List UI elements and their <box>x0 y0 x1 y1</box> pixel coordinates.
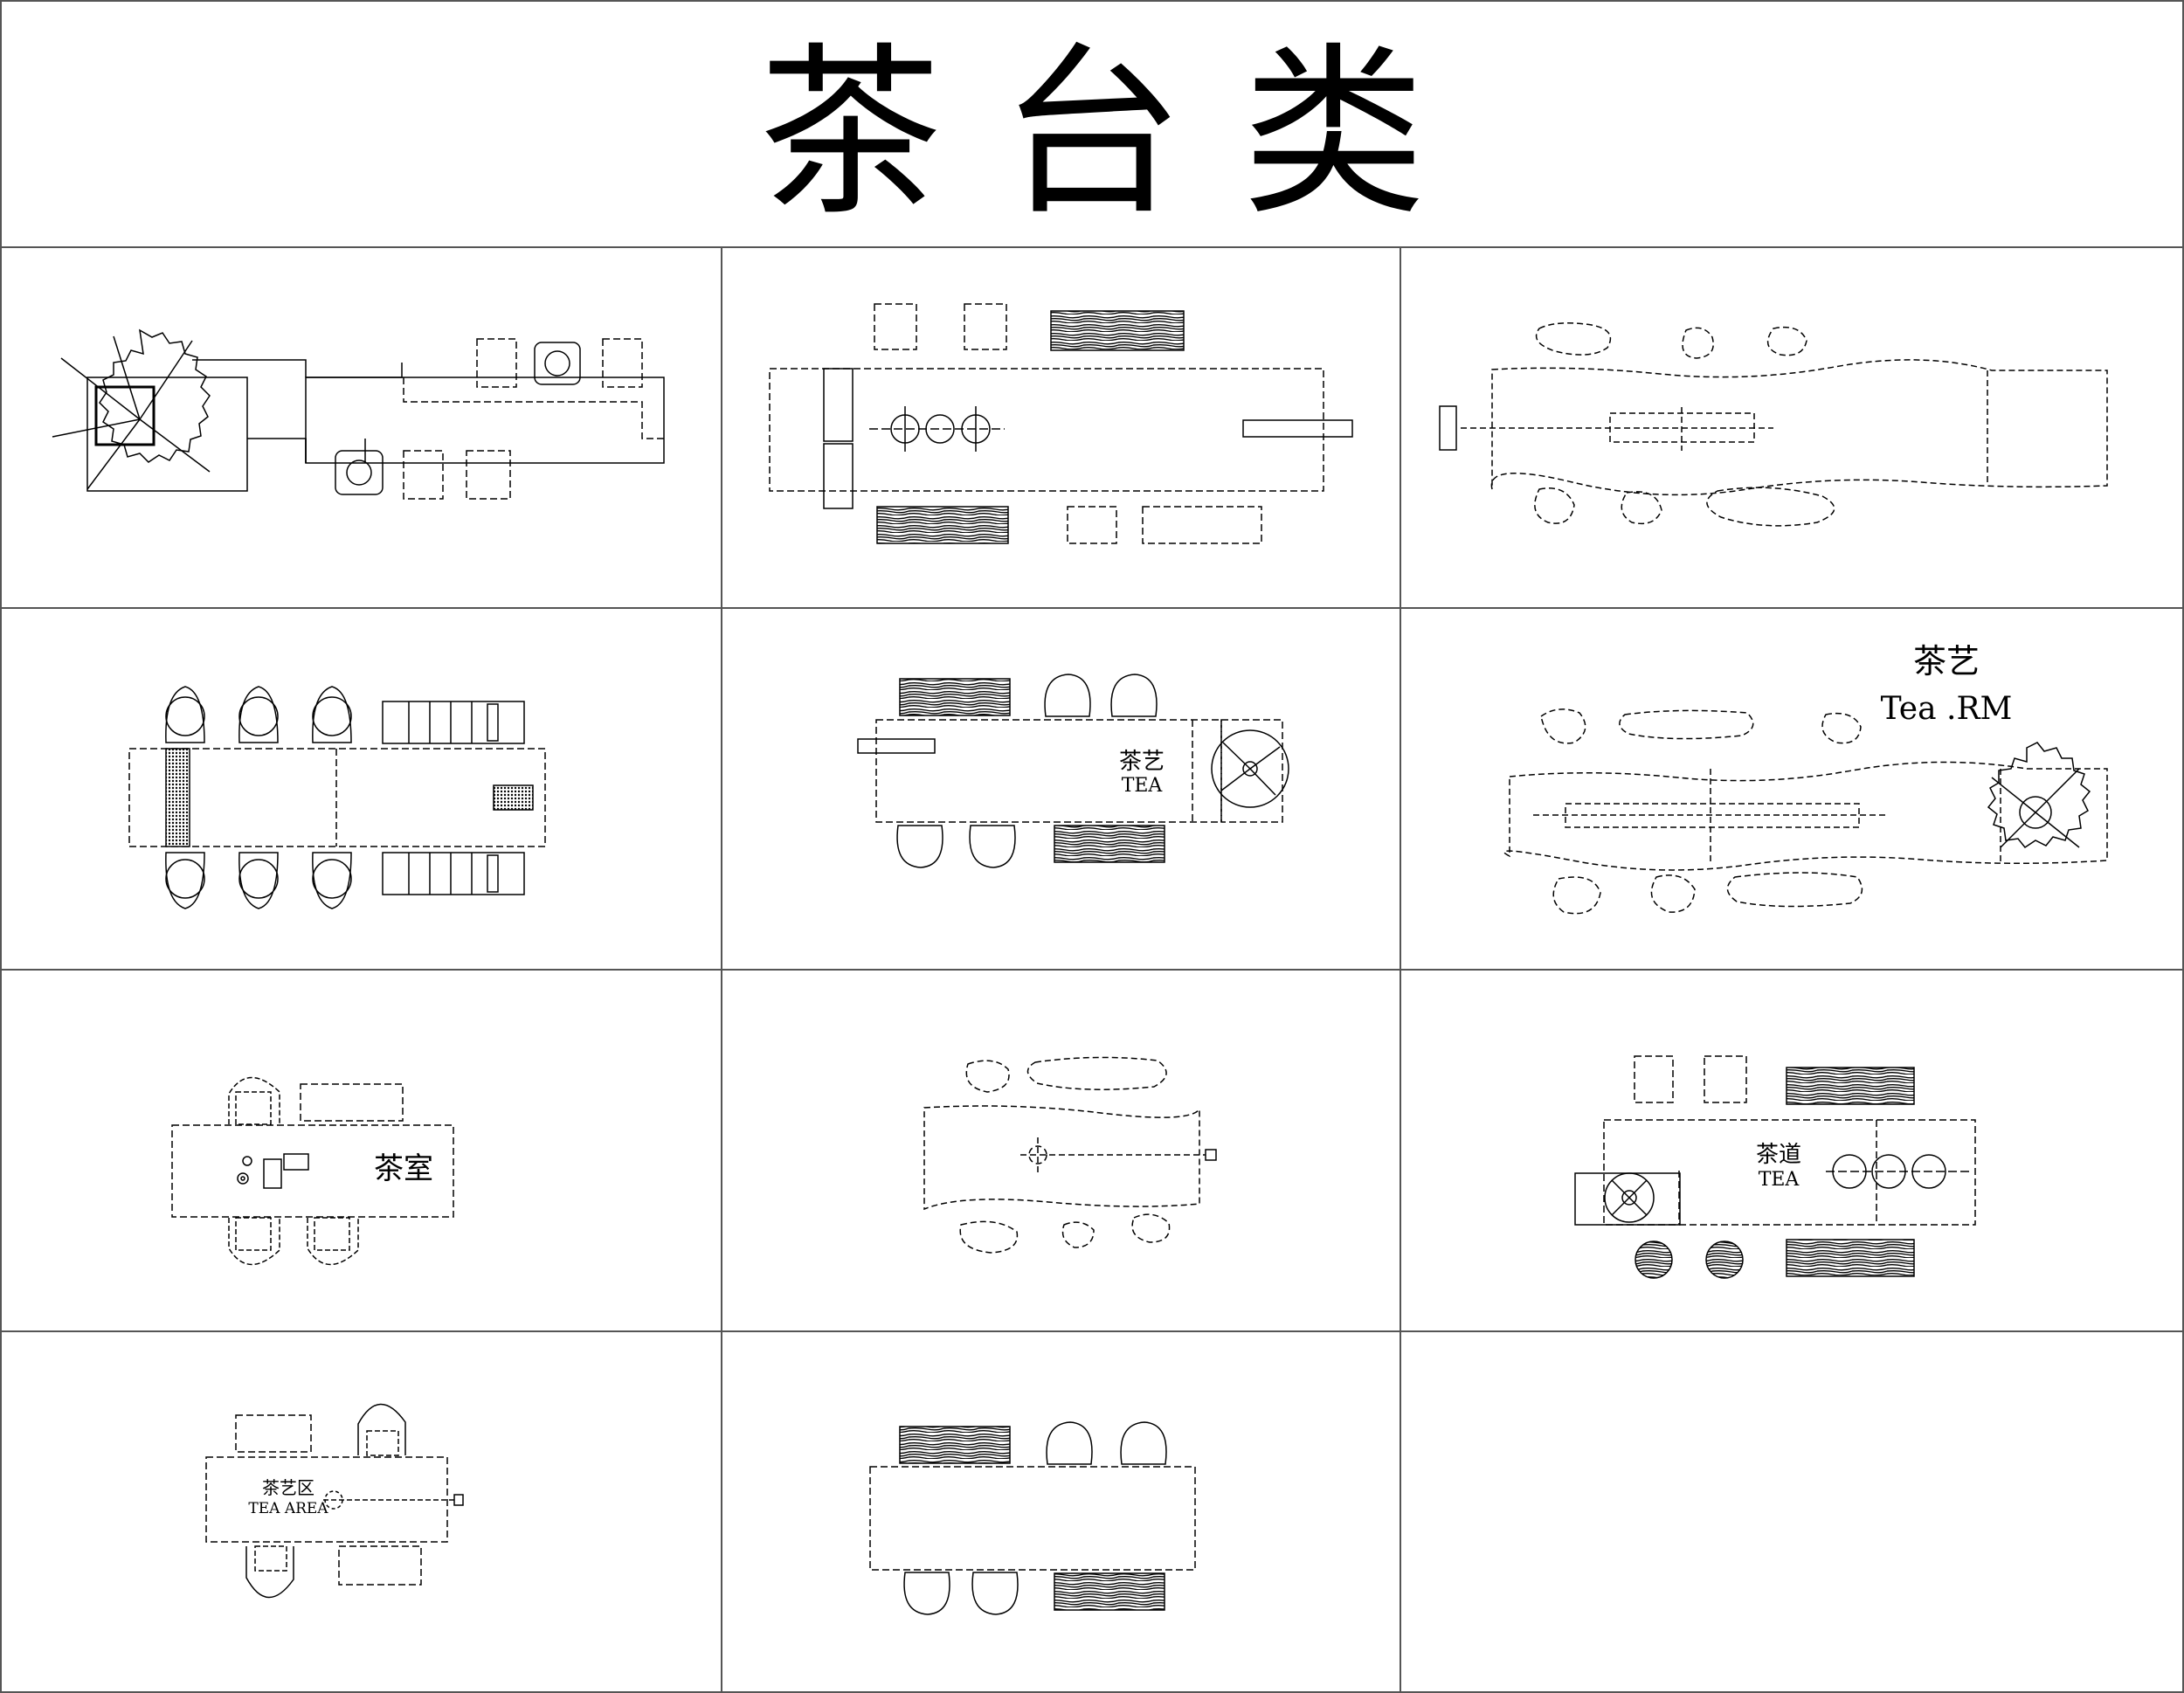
tea-art-sublabel: TEA <box>1122 775 1164 797</box>
tea-way-sublabel: TEA <box>1759 1169 1800 1191</box>
tea-area-label: 茶艺区 <box>262 1477 314 1498</box>
chair-icon <box>307 1217 359 1266</box>
chair-icon <box>971 1572 1019 1615</box>
plant-icon <box>1211 729 1289 808</box>
armchair-icon <box>312 852 352 909</box>
plant-icon <box>1604 1172 1655 1223</box>
armchair-icon <box>335 450 384 495</box>
tea-room-label: 茶室 <box>374 1151 433 1186</box>
chair-icon <box>969 825 1016 868</box>
chair-icon <box>228 1076 280 1125</box>
plan-tea-area-table: 茶艺区 TEA AREA <box>205 1403 464 1599</box>
armchair-icon <box>238 852 279 909</box>
plan-tea-way-bar: 茶道 TEA <box>1574 1055 1976 1279</box>
chair-icon <box>245 1545 294 1599</box>
chair-icon <box>228 1217 280 1266</box>
tea-area-sublabel: TEA AREA <box>248 1500 328 1517</box>
plant-icon <box>1987 742 2091 849</box>
armchair-icon <box>312 686 352 743</box>
plan-tea-table-chairs-benches <box>869 1421 1196 1615</box>
tea-art-label: 茶艺 <box>1119 749 1165 775</box>
plan-dining-style-tea-table <box>128 686 546 909</box>
plan-live-edge-tea-table <box>923 1056 1217 1254</box>
plan-tea-art-table: 茶艺 TEA <box>857 674 1289 868</box>
sofa-icon <box>382 852 525 895</box>
chair-icon <box>1046 1421 1093 1465</box>
chair-icon <box>896 825 943 868</box>
tea-rm-sublabel: Tea .RM <box>1881 691 2013 727</box>
plan-live-edge-table-stones <box>1439 322 2108 527</box>
plan-tea-room-live-edge: 茶艺 Tea .RM <box>1503 642 2108 915</box>
armchair-icon <box>165 686 205 743</box>
page-title: 茶 台 类 <box>758 26 1426 240</box>
chair-icon <box>1110 674 1158 717</box>
plan-l-shaped-tea-bar <box>52 328 665 500</box>
sofa-icon <box>382 701 525 744</box>
armchair-icon <box>534 342 581 385</box>
chair-icon <box>1120 1421 1167 1465</box>
plan-tea-bar-burners <box>769 303 1353 544</box>
plant-icon <box>52 328 211 490</box>
plan-tea-room-table: 茶室 <box>171 1076 454 1266</box>
tea-rm-label: 茶艺 <box>1913 642 1980 681</box>
armchair-icon <box>165 852 205 909</box>
tea-way-label: 茶道 <box>1756 1142 1801 1168</box>
chair-icon <box>1044 674 1091 717</box>
chair-icon <box>357 1403 406 1456</box>
armchair-icon <box>238 686 279 743</box>
chair-icon <box>903 1572 950 1615</box>
